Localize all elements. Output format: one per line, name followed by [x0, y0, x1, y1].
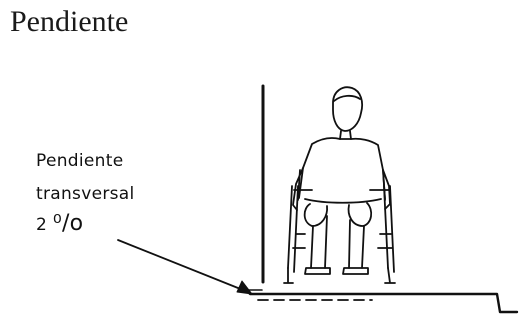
left-foot	[304, 267, 331, 275]
right-shin	[348, 219, 365, 269]
wheelchair	[283, 169, 396, 284]
right-foot	[342, 267, 369, 275]
slope-unit: ⁰/o	[52, 211, 84, 236]
left-caster	[283, 267, 294, 284]
left-shin	[310, 215, 328, 269]
right-arm	[382, 169, 391, 210]
slope-label-line3: 2 ⁰/o	[36, 213, 83, 236]
neck	[339, 130, 352, 140]
waist	[304, 198, 382, 204]
pointer-arrow-line	[117, 239, 244, 291]
page-title: Pendiente	[10, 5, 129, 38]
slope-label-line2: transversal	[36, 184, 135, 204]
head	[332, 86, 364, 132]
wheelchair-user-figure	[292, 86, 391, 275]
right-caster	[384, 267, 396, 284]
right-wheel	[383, 185, 395, 273]
slope-label-line1: Pendiente	[36, 151, 124, 171]
right-thigh	[347, 202, 373, 227]
slope-value: 2	[36, 215, 48, 235]
pointer-arrowhead	[236, 280, 253, 295]
hair-line	[333, 94, 361, 102]
sidewalk-surface	[241, 284, 519, 314]
left-thigh	[303, 203, 328, 227]
left-wheel	[287, 185, 299, 273]
